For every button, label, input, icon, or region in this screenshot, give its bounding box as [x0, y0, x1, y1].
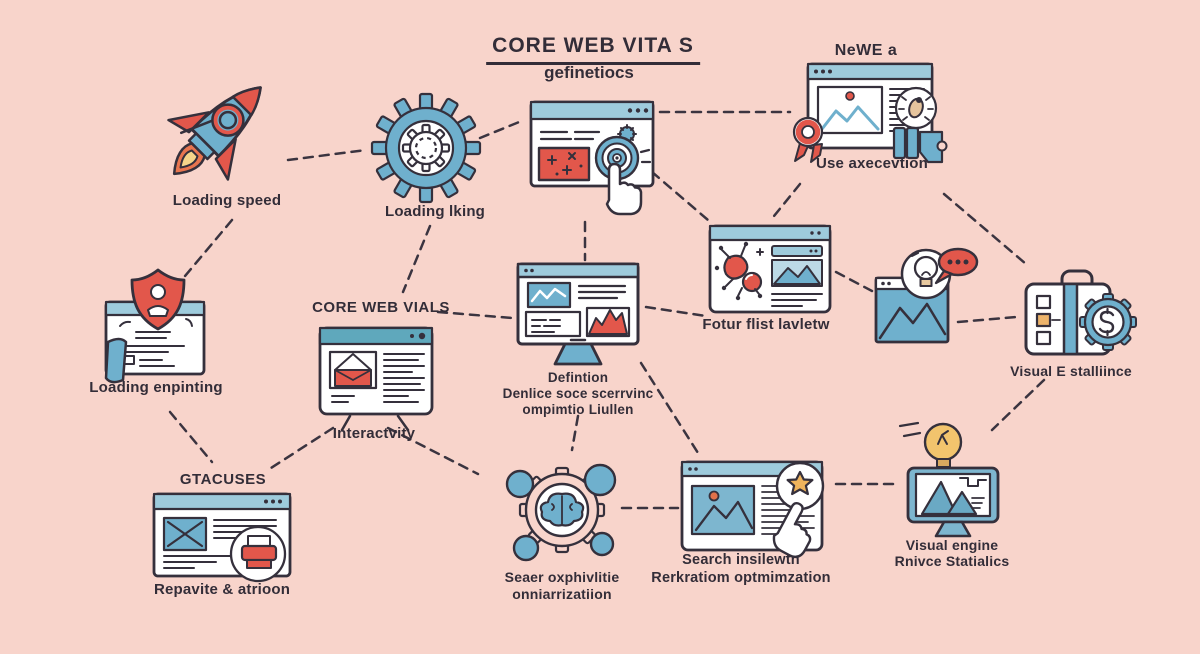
rocket-icon [167, 86, 262, 181]
label-onniarrizatiion: onniarrizatiion [512, 586, 612, 602]
bulb-monitor-icon [898, 421, 1000, 538]
heading-core-web-vials: CORE WEB VIALS [312, 299, 450, 316]
award-browser-icon [792, 62, 948, 164]
briefcase-gear-icon [1024, 269, 1137, 356]
heading-gtacuses: GTACUSES [179, 471, 267, 488]
loading-speed-node [158, 66, 278, 194]
label-visual-engine: Visual engine [905, 537, 999, 553]
label-rerkratiom: Rerkratiom optmimzation [651, 570, 831, 586]
label-loading-speed: Loading speed [172, 192, 282, 209]
label-visual-e: Visual E stalliince [1010, 363, 1132, 379]
brain-gear-icon [505, 463, 617, 562]
gear-icon [370, 92, 482, 204]
label-loading-lking: Loading lking [384, 203, 486, 220]
label-use-axecevtion: Use axecevtion [815, 155, 929, 172]
label-repavite: Repavite & atrioon [153, 581, 291, 598]
label-loading-enpinting: Loading enpinting [89, 379, 223, 396]
page-subtitle: gefinetiocs [544, 63, 634, 82]
label-search-insilewth: Search insilewth [682, 552, 800, 568]
visual-e-node [1018, 268, 1140, 362]
label-rnivce: Rnivce Statialics [894, 553, 1010, 569]
label-denlice: Denlice soce scerrvinc [502, 386, 654, 401]
browser-click-icon [529, 100, 655, 216]
label-defintion: Defintion [547, 370, 609, 385]
loading-enpinting-node [96, 268, 214, 390]
visual-engine-node [896, 412, 1008, 538]
envelope-browser-icon [318, 326, 434, 432]
page-title: CORE WEB VITA S [486, 34, 700, 65]
brain-gear-node [498, 452, 630, 566]
monitor-chart-icon [516, 262, 640, 366]
definition-node [513, 262, 643, 370]
idea-image-icon [874, 247, 979, 344]
label-ompimtio: ompimtio Liullen [522, 402, 634, 417]
use-axecevtion-node [790, 60, 952, 168]
interactivity-node [318, 326, 434, 432]
label-seaer: Seaer oxphivlitie [504, 569, 620, 585]
idea-tile-node [872, 246, 980, 348]
star-browser-icon [680, 460, 825, 559]
repavite-node [152, 492, 294, 584]
heading-newe: NeWE a [834, 42, 898, 59]
browser-click-node [527, 92, 659, 224]
printer-browser-icon [152, 492, 292, 583]
molecule-browser-icon [708, 224, 832, 314]
fotur-flist-node [708, 224, 832, 316]
loading-lking-node [370, 92, 482, 204]
shield-browser-icon [104, 268, 206, 384]
label-fotur-flist: Fotur flist lavletw [702, 316, 830, 333]
label-interactvity: Interactvity [332, 425, 416, 442]
search-insilewth-node [680, 456, 838, 572]
